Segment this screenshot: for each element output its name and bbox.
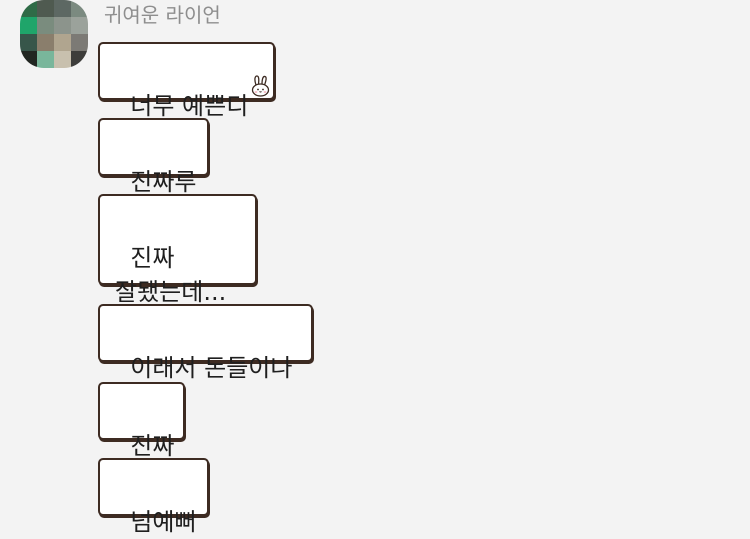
message-text: 이래서 돈들이나 (130, 354, 293, 382)
message-bubble[interactable]: 진짜루 (98, 118, 209, 196)
message-text: 넘예뻐 (130, 508, 197, 536)
message-bubble[interactable]: 진짜 (98, 382, 185, 460)
message-text: 너무 예쁜디 (130, 92, 249, 120)
sender-name: 귀여운 라이언 (104, 3, 221, 27)
avatar[interactable] (20, 0, 88, 68)
message-bubble[interactable]: 진짜 잘됐는데... (98, 194, 257, 306)
message-bubble[interactable]: 이래서 돈들이나 (98, 304, 313, 382)
message-bubble[interactable]: 너무 예쁜디 (98, 42, 275, 120)
message-bubble[interactable]: 넘예뻐 (98, 458, 209, 536)
message-text: 진짜루 (130, 168, 197, 196)
message-text: 진짜 잘됐는데... (115, 244, 227, 306)
message-text: 진짜 (130, 432, 175, 460)
bunny-sticker-icon (251, 75, 270, 97)
